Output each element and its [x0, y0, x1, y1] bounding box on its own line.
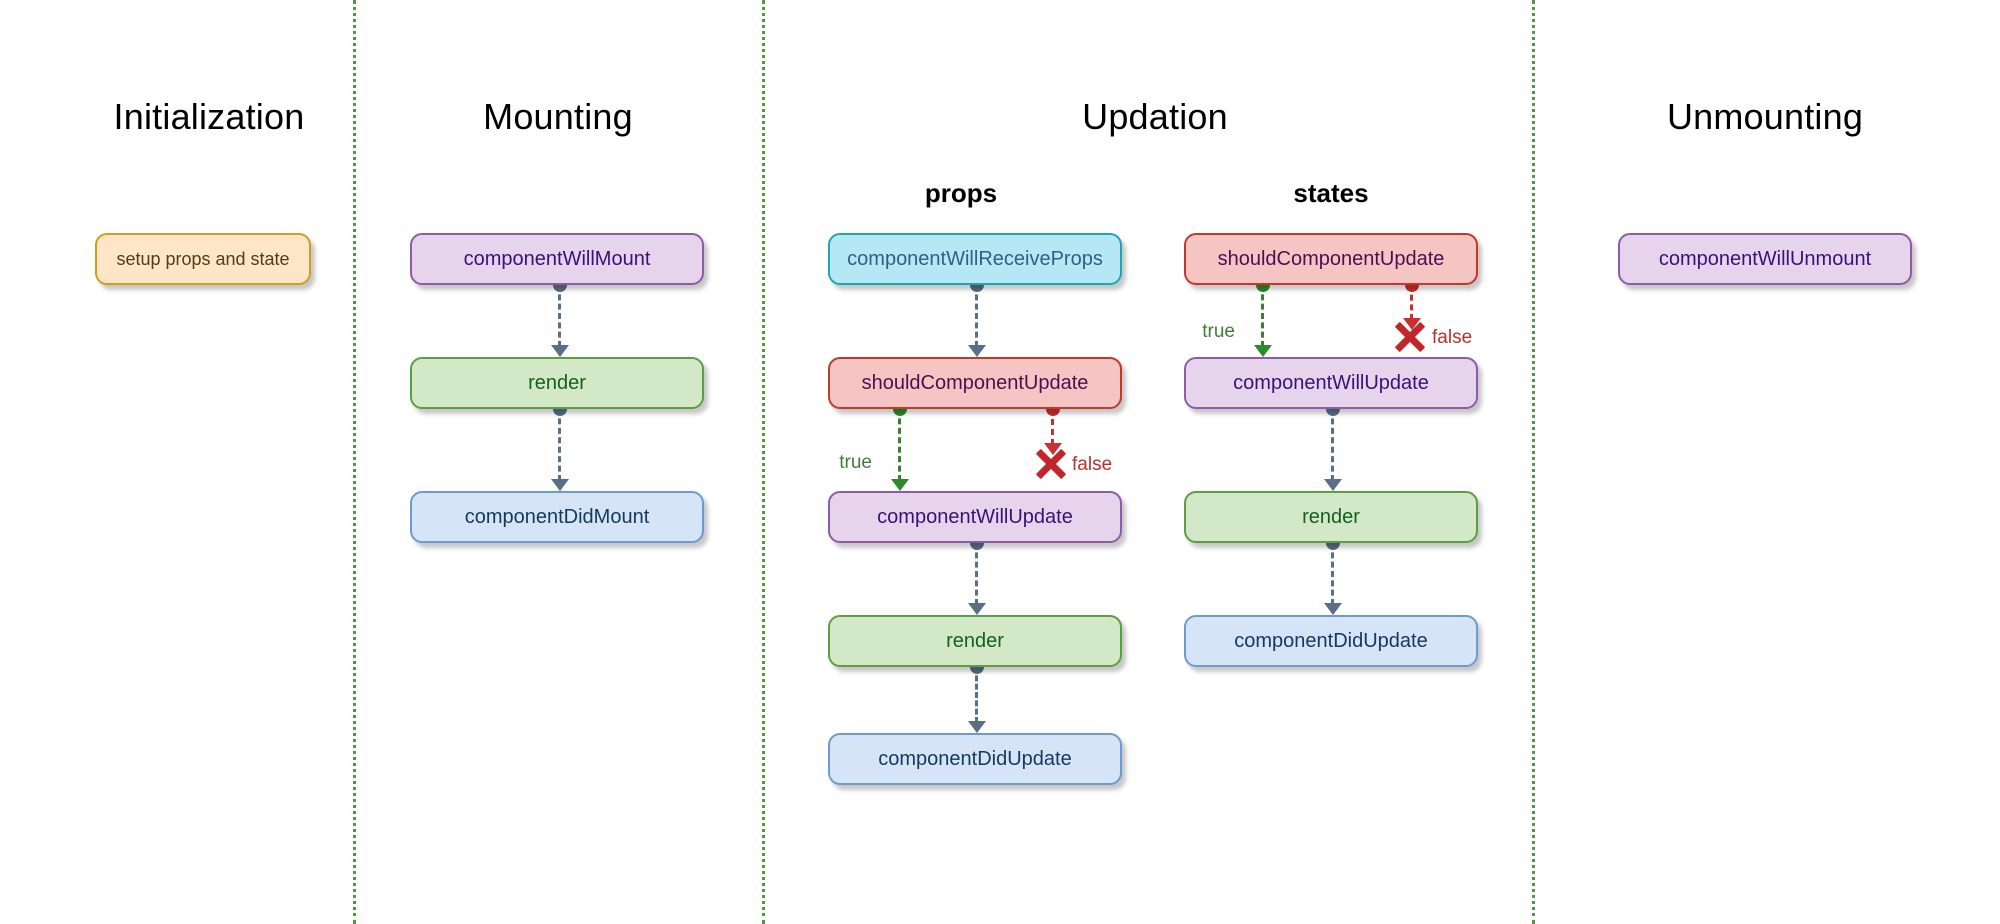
phase-title-initialization: Initialization — [113, 96, 305, 137]
divider-updation-unmounting — [1532, 0, 1535, 924]
node-mounting-component-will-mount[interactable]: componentWillMount — [410, 233, 704, 285]
connector-states-will-update-to-render — [1331, 409, 1334, 481]
node-props-component-will-receive-props[interactable]: componentWillReceiveProps — [828, 233, 1122, 285]
props-false-x-mark — [1034, 447, 1068, 481]
connector-states-render-to-did-update — [1331, 543, 1334, 605]
connector-mount-will-to-render — [558, 285, 561, 347]
node-states-component-will-update[interactable]: componentWillUpdate — [1184, 357, 1478, 409]
node-states-should-component-update[interactable]: shouldComponentUpdate — [1184, 233, 1478, 285]
node-states-component-did-update[interactable]: componentDidUpdate — [1184, 615, 1478, 667]
connector-arrowhead-states-will-update-to-render — [1323, 479, 1342, 491]
phase-title-updation: Updation — [1082, 96, 1228, 137]
node-mounting-render[interactable]: render — [410, 357, 704, 409]
states-false-x-mark — [1393, 320, 1427, 354]
node-props-render[interactable]: render — [828, 615, 1122, 667]
node-mounting-component-did-mount[interactable]: componentDidMount — [410, 491, 704, 543]
branch-label-props-false-label: false — [1072, 454, 1113, 475]
connector-mount-render-to-did — [558, 409, 561, 481]
connector-arrowhead-props-render-to-did-update — [967, 721, 986, 733]
connector-arrowhead-mount-will-to-render — [550, 345, 569, 357]
connector-props-render-to-did-update — [975, 667, 978, 723]
subheading-props: props — [924, 178, 998, 208]
connector-arrowhead-props-should-true-to-will-update — [890, 479, 909, 491]
divider-initialization-mounting — [353, 0, 356, 924]
phase-title-unmounting: Unmounting — [1666, 96, 1864, 137]
connector-arrowhead-states-should-true-to-will-update — [1253, 345, 1272, 357]
branch-label-states-false-label: false — [1432, 327, 1473, 348]
branch-label-props-true-label: true — [839, 452, 872, 473]
connector-props-should-true-to-will-update — [898, 409, 901, 481]
subheading-states: states — [1293, 178, 1369, 208]
connector-arrowhead-props-receive-to-should — [967, 345, 986, 357]
connector-states-should-true-to-will-update — [1261, 285, 1264, 347]
connector-states-should-false-terminate — [1410, 285, 1413, 320]
phase-title-mounting: Mounting — [483, 96, 633, 137]
connector-props-will-update-to-render — [975, 543, 978, 605]
divider-mounting-updation — [762, 0, 765, 924]
connector-props-receive-to-should — [975, 285, 978, 347]
connector-arrowhead-states-render-to-did-update — [1323, 603, 1342, 615]
node-props-component-did-update[interactable]: componentDidUpdate — [828, 733, 1122, 785]
node-props-component-will-update[interactable]: componentWillUpdate — [828, 491, 1122, 543]
connector-arrowhead-mount-render-to-did — [550, 479, 569, 491]
branch-label-states-true-label: true — [1202, 321, 1235, 342]
node-setup-props-and-state[interactable]: setup props and state — [95, 233, 311, 285]
node-unmounting-component-will-unmount[interactable]: componentWillUnmount — [1618, 233, 1912, 285]
node-props-should-component-update[interactable]: shouldComponentUpdate — [828, 357, 1122, 409]
connector-props-should-false-terminate — [1051, 409, 1054, 445]
connector-arrowhead-props-will-update-to-render — [967, 603, 986, 615]
node-states-render[interactable]: render — [1184, 491, 1478, 543]
